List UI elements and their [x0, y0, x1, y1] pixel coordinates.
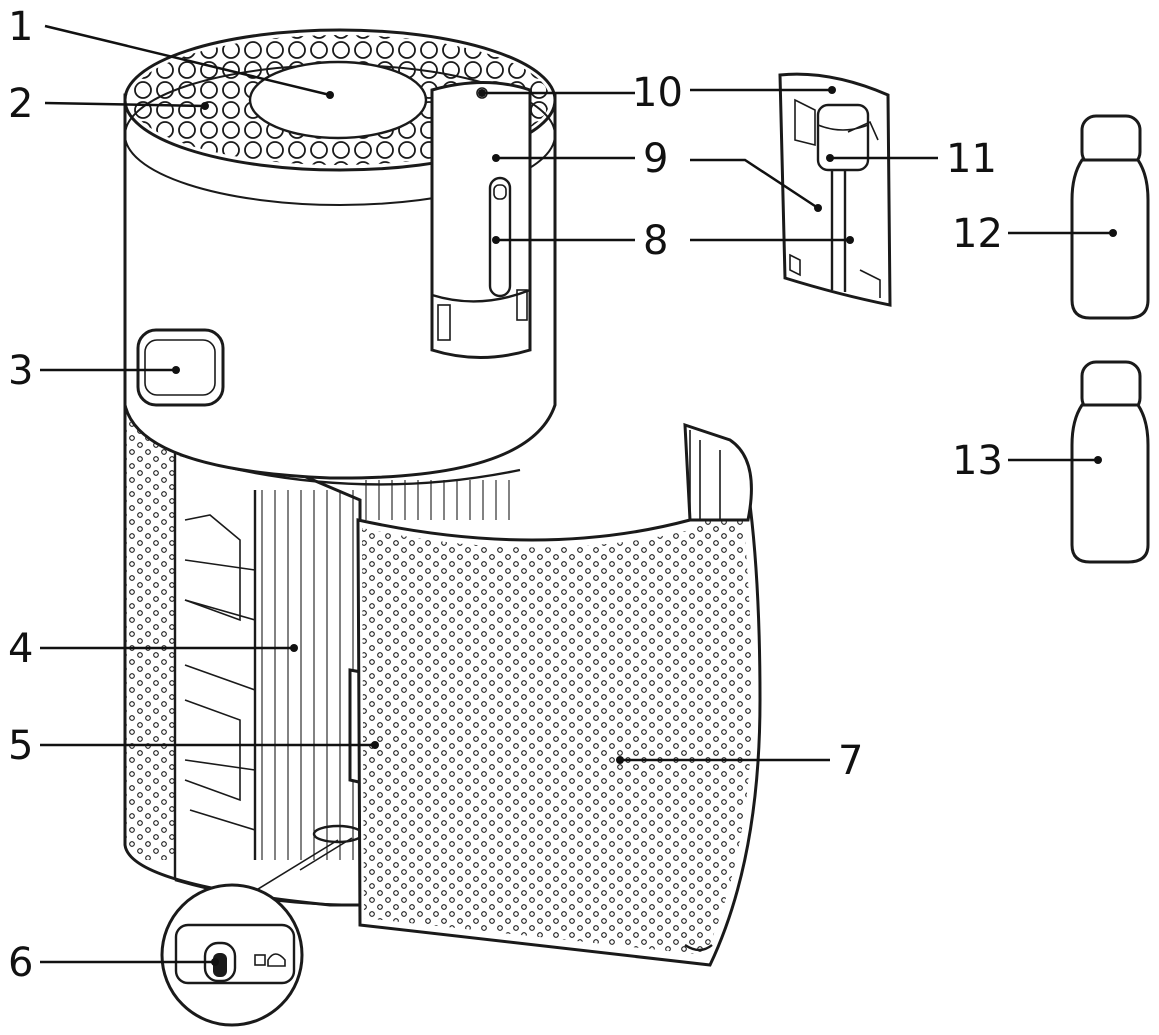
callout-8: 8 [643, 218, 668, 264]
aroma-cartridge-detail [778, 72, 892, 307]
callout-9: 9 [643, 136, 668, 182]
refill-bottle-12 [1070, 114, 1150, 320]
filter-frame-tabs [184, 514, 256, 831]
callout-1: 1 [8, 4, 33, 50]
callout-10: 10 [632, 70, 683, 116]
leader-lines [40, 24, 1117, 966]
top-display-panel [248, 60, 428, 140]
callout-6: 6 [8, 940, 33, 986]
sensor-detail-inset [160, 837, 353, 1027]
callout-12: 12 [952, 211, 1003, 257]
callout-4: 4 [8, 626, 33, 672]
aroma-module-on-body [430, 81, 532, 359]
callout-13: 13 [952, 438, 1003, 484]
refill-bottle-13 [1070, 360, 1150, 564]
callout-11: 11 [946, 136, 997, 182]
callout-numbers: 1 2 3 4 5 6 7 8 9 10 11 12 13 [8, 4, 1003, 986]
callout-5: 5 [8, 723, 33, 769]
callout-3: 3 [8, 348, 33, 394]
front-mesh-cover [356, 422, 762, 967]
callout-7: 7 [838, 738, 863, 784]
side-handle [136, 328, 225, 407]
callout-2: 2 [8, 81, 33, 127]
